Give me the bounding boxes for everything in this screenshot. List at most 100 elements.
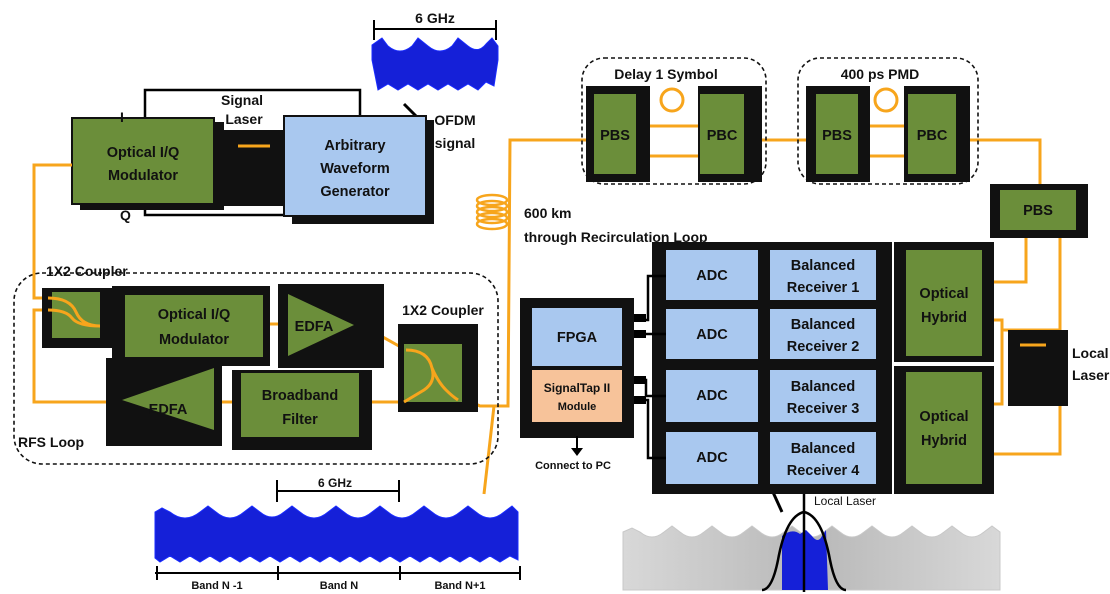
pmd-section: 400 ps PMD PBS PBC <box>797 57 979 185</box>
local-laser-spectrum-label: Local Laser <box>814 494 876 508</box>
filter-line1: Broadband <box>262 388 339 404</box>
delay-pbs-block <box>594 94 636 174</box>
edfa-bottom-triangle <box>122 368 214 430</box>
delay-fiber-coil <box>659 87 685 113</box>
hybrid-1-line2: Hybrid <box>921 310 967 326</box>
fpga-label: FPGA <box>557 330 598 346</box>
balanced-rx-2-block <box>770 309 876 359</box>
balanced-rx-1-block <box>770 250 876 300</box>
transmitter-section: Optical I/Q Modulator I Q Signal Laser A… <box>71 88 476 224</box>
adc-4-block <box>666 432 758 484</box>
edfa-top-label: EDFA <box>295 319 334 335</box>
receiver-section: PBS ADC ADC ADC ADC Balanced Receiver 1 … <box>520 184 1110 494</box>
balanced-rx-4-line2: Receiver 4 <box>787 463 860 479</box>
adc-2-block <box>666 309 758 359</box>
fiber-lo-to-hybrid1 <box>990 318 1010 332</box>
fiber-pmd-to-pbs <box>962 138 1042 192</box>
balanced-rx-3-block <box>770 370 876 422</box>
link-description: through Recirculation Loop <box>524 229 708 245</box>
rx-pbs-label: PBS <box>1023 203 1053 219</box>
pmd-pbc-label: PBC <box>917 128 948 144</box>
signaltap-line2: Module <box>558 401 597 413</box>
filter-block <box>239 371 361 439</box>
fiber-paths <box>32 87 1062 495</box>
adc-1-label: ADC <box>696 268 728 284</box>
ofdm-arrow <box>402 102 418 118</box>
rfs-iq-mod-line2: Modulator <box>159 332 229 348</box>
hybrid-1-block <box>906 250 982 356</box>
balanced-rx-4-block <box>770 432 876 484</box>
band-label-n-minus-1: Band N -1 <box>191 580 242 592</box>
band-label-n-plus-1: Band N+1 <box>434 580 485 592</box>
delay-section: Delay 1 Symbol PBS PBC <box>581 57 767 185</box>
iq-modulator-line2: Modulator <box>108 168 178 184</box>
balanced-rx-1-line2: Receiver 1 <box>787 280 860 296</box>
coupler-in-label: 1X2 Coupler <box>46 263 128 279</box>
balanced-rx-2-line2: Receiver 2 <box>787 339 860 355</box>
pmd-pbs-label: PBS <box>822 128 852 144</box>
q-label: Q <box>120 207 131 223</box>
awg-block <box>283 115 427 217</box>
link-distance: 600 km <box>524 205 571 221</box>
adc-3-block <box>666 370 758 422</box>
received-spectrum: Local Laser <box>622 474 1001 592</box>
fpga-block <box>532 308 622 366</box>
pmd-pbs-block <box>816 94 858 174</box>
iq-modulator-line1: Optical I/Q <box>107 145 180 161</box>
pmd-pbc-block <box>908 94 956 174</box>
adc-1-block <box>666 250 758 300</box>
ofdm-spectrum-bottom: 6 GHz Band N -1 Band N Band N+1 <box>154 476 521 592</box>
board-connectors <box>634 314 646 404</box>
hybrid-2-line1: Optical <box>919 409 968 425</box>
connect-pc-arrowhead <box>571 448 583 456</box>
fiber-rfs-feedback <box>32 308 114 404</box>
adc-4-label: ADC <box>696 450 728 466</box>
signaltap-line1: SignalTap II <box>544 381 610 395</box>
recirculation-coil-icon <box>475 193 509 231</box>
edfa-bottom-label: EDFA <box>149 402 188 418</box>
i-label: I <box>120 109 124 125</box>
delay-boundary <box>581 57 767 185</box>
balanced-rx-1-line1: Balanced <box>791 258 855 274</box>
awg-line1: Arbitrary <box>324 138 385 154</box>
rfs-iq-mod-line1: Optical I/Q <box>158 307 231 323</box>
ofdm-signal-label-2: signal <box>435 135 475 151</box>
coupler-in-fiber <box>47 296 101 328</box>
local-laser-block <box>1008 330 1068 406</box>
balanced-rx-3-line2: Receiver 3 <box>787 401 860 417</box>
spectrum-top-bandwidth: 6 GHz <box>415 10 455 26</box>
spectrum-bottom-fill <box>154 505 519 563</box>
signal-laser-label-1: Signal <box>221 92 263 108</box>
rfs-loop-label: RFS Loop <box>18 434 84 450</box>
delay-pbs-label: PBS <box>600 128 630 144</box>
fiber-lo-loop <box>990 402 1062 456</box>
delay-pbc-block <box>700 94 744 174</box>
i-wire <box>143 88 362 123</box>
balanced-rx-3-line1: Balanced <box>791 379 855 395</box>
hybrid-1-line1: Optical <box>919 286 968 302</box>
band-label-n: Band N <box>320 580 359 592</box>
fiber-pbs-to-hybrid2 <box>1010 238 1062 332</box>
filter-line2: Filter <box>282 412 318 428</box>
connect-pc-label: Connect to PC <box>535 460 611 472</box>
balanced-rx-2-line1: Balanced <box>791 317 855 333</box>
spectrum-bottom-bandwidth: 6 GHz <box>318 476 352 490</box>
iq-modulator-block <box>71 117 215 205</box>
balanced-rx-4-line1: Balanced <box>791 441 855 457</box>
coupler-out-label: 1X2 Coupler <box>402 302 484 318</box>
pmd-label: 400 ps PMD <box>841 66 920 82</box>
signaltap-block <box>532 370 622 422</box>
hybrid-2-block <box>906 372 982 484</box>
rfs-iq-mod-block <box>123 293 265 359</box>
rfs-loop-section: 1X2 Coupler Optical I/Q Modulator EDFA 1… <box>13 263 499 465</box>
ofdm-spectrum-top: 6 GHz <box>371 10 499 91</box>
pmd-boundary <box>797 57 979 185</box>
rx-pbs-block <box>1000 190 1076 230</box>
awg-line2: Waveform <box>320 161 390 177</box>
adc-3-label: ADC <box>696 388 728 404</box>
edfa-top-triangle <box>288 294 354 356</box>
local-laser-label-1: Local <box>1072 345 1109 361</box>
signal-laser-label-2: Laser <box>225 111 263 127</box>
ofdm-signal-label-1: OFDM <box>434 112 475 128</box>
